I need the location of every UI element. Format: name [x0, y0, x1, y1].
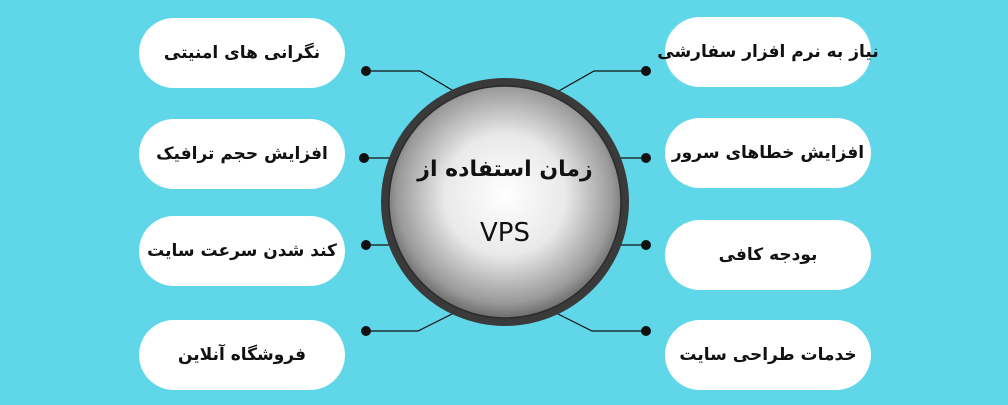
connectors-left [364, 70, 463, 332]
connector-left-4 [366, 309, 461, 332]
connector-dot [641, 66, 651, 76]
center-title: زمان استفاده از [417, 157, 593, 182]
item-site-slowdown: کند شدن سرعت سایت [139, 216, 345, 286]
connector-dot [359, 153, 369, 163]
item-web-design-services: خدمات طراحی سایت [665, 320, 871, 390]
connector-dots-left [359, 66, 371, 336]
connector-dot [361, 66, 371, 76]
center-subtitle: VPS [480, 218, 530, 248]
connector-dot [361, 240, 371, 250]
item-sufficient-budget: بودجه کافی [665, 220, 871, 290]
item-traffic-increase: افزایش حجم ترافیک [139, 119, 345, 189]
item-security-concerns: نگرانی های امنیتی [139, 18, 345, 88]
item-online-store: فروشگاه آنلاین [139, 320, 345, 390]
item-server-errors: افزایش خطاهای سرور [665, 118, 871, 188]
item-custom-software: نیاز به نرم افزار سفارشی [657, 17, 879, 87]
connector-dot [641, 240, 651, 250]
connector-dot [641, 326, 651, 336]
connector-right-4 [549, 309, 646, 332]
center-circle [388, 85, 622, 319]
connector-dots-right [641, 66, 651, 336]
connector-dot [361, 326, 371, 336]
connector-right-1 [549, 70, 646, 97]
connector-left-1 [366, 70, 463, 97]
connector-dot [641, 153, 651, 163]
